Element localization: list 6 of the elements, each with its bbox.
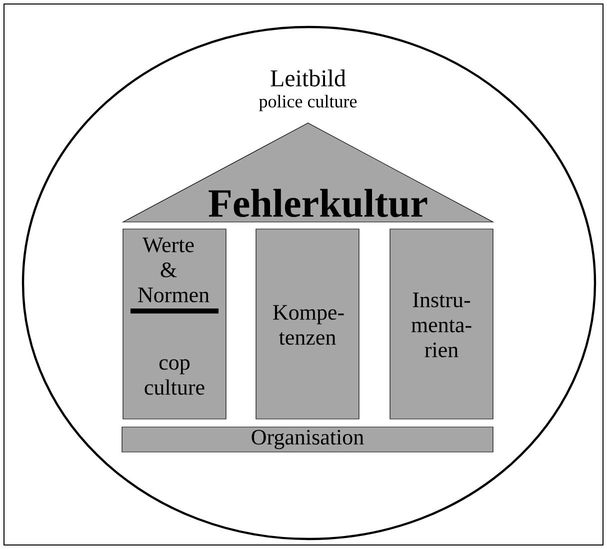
pillar: Kompe- tenzen: [256, 228, 360, 420]
subheading: police culture: [259, 94, 357, 112]
pillar: Instru- menta- rien: [390, 228, 494, 420]
heading: Leitbild: [270, 70, 346, 86]
pillar: Werte & Normen cop culture: [122, 228, 226, 420]
foundation-bar: Organisation: [122, 426, 494, 452]
